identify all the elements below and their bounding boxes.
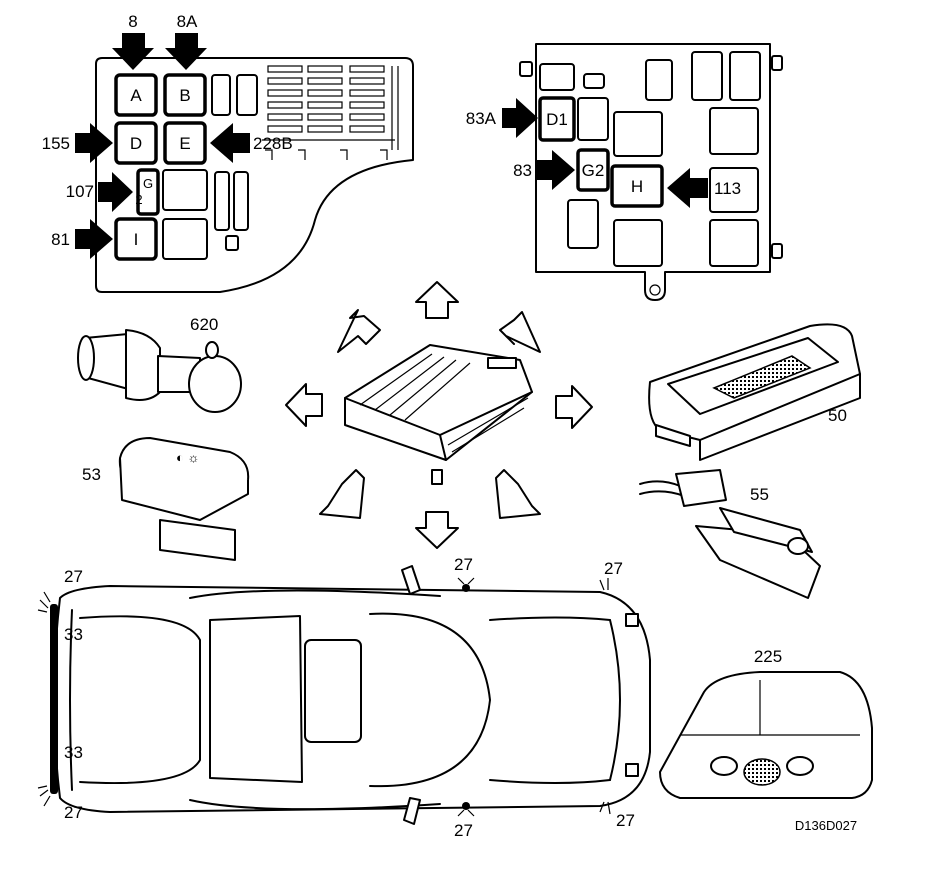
arrow-down-right-icon [495, 469, 541, 519]
drawing-code: D136D027 [795, 818, 857, 833]
fuse-position-g2 [136, 168, 160, 216]
label-83: 83 [513, 161, 532, 180]
arrow-left-icon [285, 383, 323, 427]
label-113: 113 [714, 179, 741, 198]
central-control-module [344, 344, 533, 485]
label-620: 620 [190, 315, 218, 334]
label-27-center-left: 27 [454, 555, 473, 574]
arrow-155-icon [75, 123, 113, 163]
fuse-position-d [114, 121, 158, 165]
label-27-rear-left: 27 [64, 567, 83, 586]
arrow-228b-icon [210, 123, 250, 163]
label-33-top: 33 [64, 625, 83, 644]
interior-lamp-component: 225 [659, 647, 873, 799]
spark-marks-icon [37, 577, 611, 817]
arrow-83a-icon [502, 98, 538, 138]
fuse-position-d1 [538, 96, 576, 142]
fuse-position-g2-right [576, 148, 610, 192]
label-33-bottom: 33 [64, 743, 83, 762]
arrow-83-icon [537, 150, 575, 190]
arrow-right-icon [555, 385, 593, 429]
position-a-label: A [130, 86, 142, 105]
vehicle-top-view: 27 27 27 27 27 27 33 33 [37, 555, 651, 840]
outline-arrows [285, 281, 593, 549]
fuse-position-i [114, 217, 158, 261]
label-225: 225 [754, 647, 782, 666]
bulb-holder-component: 620 [77, 315, 242, 413]
arrow-up-right-icon [499, 311, 541, 353]
roof-console-component: 50 [648, 323, 861, 461]
arrow-81-icon [75, 219, 113, 259]
label-27-center-right: 27 [454, 821, 473, 840]
position-g2-right-label: G2 [582, 161, 605, 180]
position-d-label: D [130, 134, 142, 153]
label-81: 81 [51, 230, 70, 249]
label-155: 155 [42, 134, 70, 153]
label-8a: 8A [177, 12, 198, 31]
position-b-label: B [179, 86, 190, 105]
label-228b: 228B [253, 134, 293, 153]
arrow-down-icon [415, 511, 459, 549]
label-50: 50 [828, 406, 847, 425]
label-107: 107 [66, 182, 94, 201]
light-switch-component: ◐ ☼ 53 [82, 437, 250, 561]
position-d1-label: D1 [546, 110, 568, 129]
label-53: 53 [82, 465, 101, 484]
right-fuse-box: 83A 83 113 D1 G2 H [466, 43, 783, 301]
door-switch-component: 55 [639, 469, 821, 599]
position-i-label: I [134, 230, 139, 249]
arrow-8-icon [112, 33, 154, 70]
arrow-113-icon [667, 168, 708, 208]
arrow-8a-icon [165, 33, 207, 70]
fuse-position-b [163, 73, 207, 117]
position-h-label: H [631, 177, 643, 196]
fuse-position-e [163, 121, 207, 165]
position-e-label: E [179, 134, 190, 153]
arrow-up-left-icon [337, 309, 381, 353]
arrow-107-icon [98, 172, 133, 212]
fuse-position-h [610, 164, 664, 208]
label-8: 8 [128, 12, 137, 31]
switch-symbol: ◐ ☼ [176, 450, 199, 465]
label-55: 55 [750, 485, 769, 504]
label-83a: 83A [466, 109, 497, 128]
label-27-front-right: 27 [616, 811, 635, 830]
arrow-up-icon [415, 281, 459, 319]
label-27-front-left: 27 [604, 559, 623, 578]
arrow-down-left-icon [319, 469, 365, 519]
fuse-position-a [114, 73, 158, 117]
label-27-rear-right: 27 [64, 803, 83, 822]
